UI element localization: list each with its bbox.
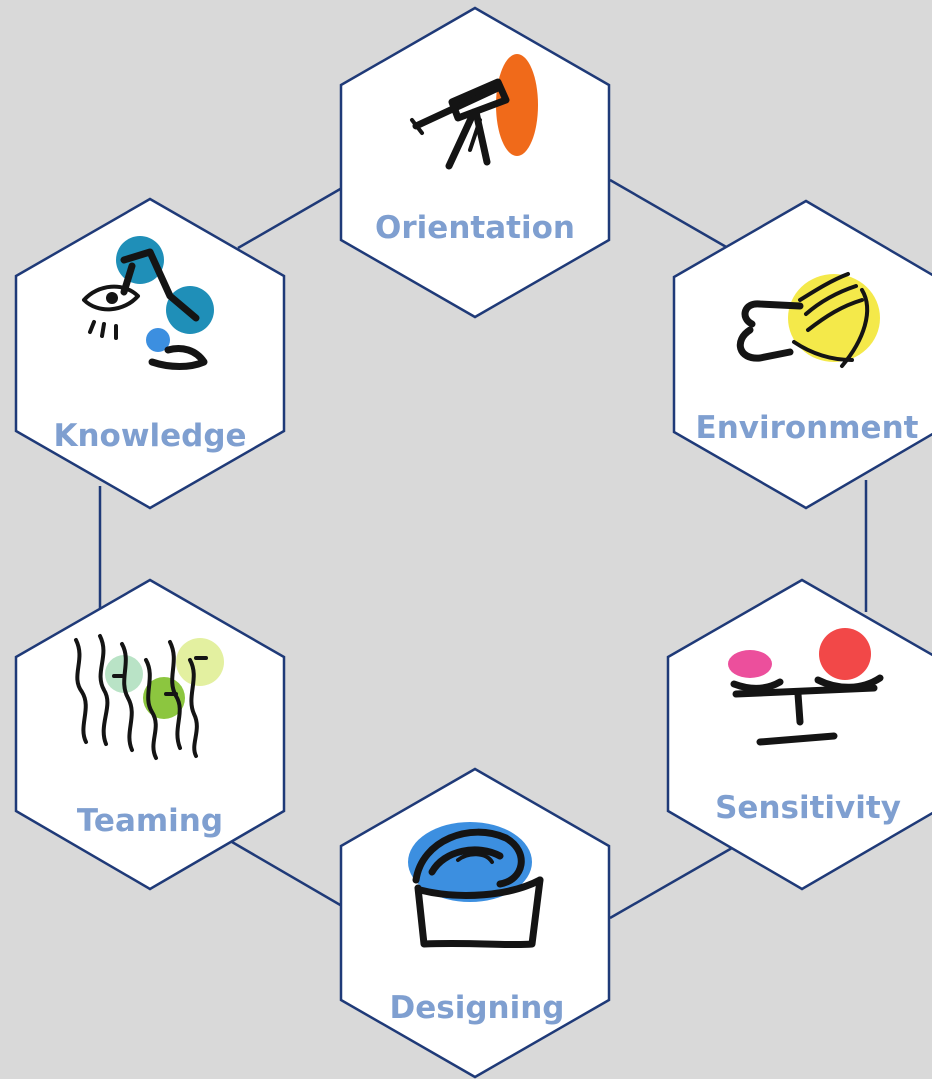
- hexagon-designing: [339, 767, 611, 1079]
- hand-color-blob: [788, 274, 880, 362]
- label-teaming: Teaming: [76, 803, 224, 839]
- telescope-icon: [410, 54, 538, 170]
- faces-group-icon: [74, 634, 224, 760]
- balance-scale-icon: [728, 628, 884, 746]
- node-orientation: [339, 6, 611, 319]
- node-environment: [672, 199, 932, 510]
- connector-designing-teaming: [231, 840, 343, 908]
- node-sensitivity: [666, 578, 932, 891]
- node-designing: [339, 767, 611, 1079]
- node-teaming: [14, 578, 286, 891]
- knowledge-blob-small: [146, 328, 170, 352]
- hexagon-teaming: [14, 578, 286, 891]
- scale-ball-blob: [819, 628, 871, 680]
- hexagon-knowledge: [14, 197, 286, 510]
- telescope-color-blob: [496, 54, 538, 156]
- label-orientation: Orientation: [375, 210, 575, 246]
- connector-knowledge-orientation: [237, 186, 343, 250]
- scale-heart-blob: [728, 650, 772, 678]
- label-sensitivity: Sensitivity: [715, 790, 901, 826]
- label-environment: Environment: [695, 410, 919, 446]
- label-knowledge: Knowledge: [53, 418, 247, 454]
- spiral-bowl-icon: [408, 822, 544, 949]
- hexagon-sensitivity: [666, 578, 932, 891]
- thinker-eye-icon: [82, 236, 214, 370]
- hexagon-environment: [672, 199, 932, 510]
- connector-sensitivity-designing: [609, 846, 733, 920]
- connector-lines: [98, 178, 868, 920]
- face-blob-right: [176, 638, 224, 686]
- connector-orientation-environment: [609, 178, 729, 250]
- node-knowledge: [14, 197, 286, 510]
- hand-sketch-icon: [736, 272, 880, 368]
- hexagon-orientation: [339, 6, 611, 319]
- label-designing: Designing: [389, 990, 565, 1026]
